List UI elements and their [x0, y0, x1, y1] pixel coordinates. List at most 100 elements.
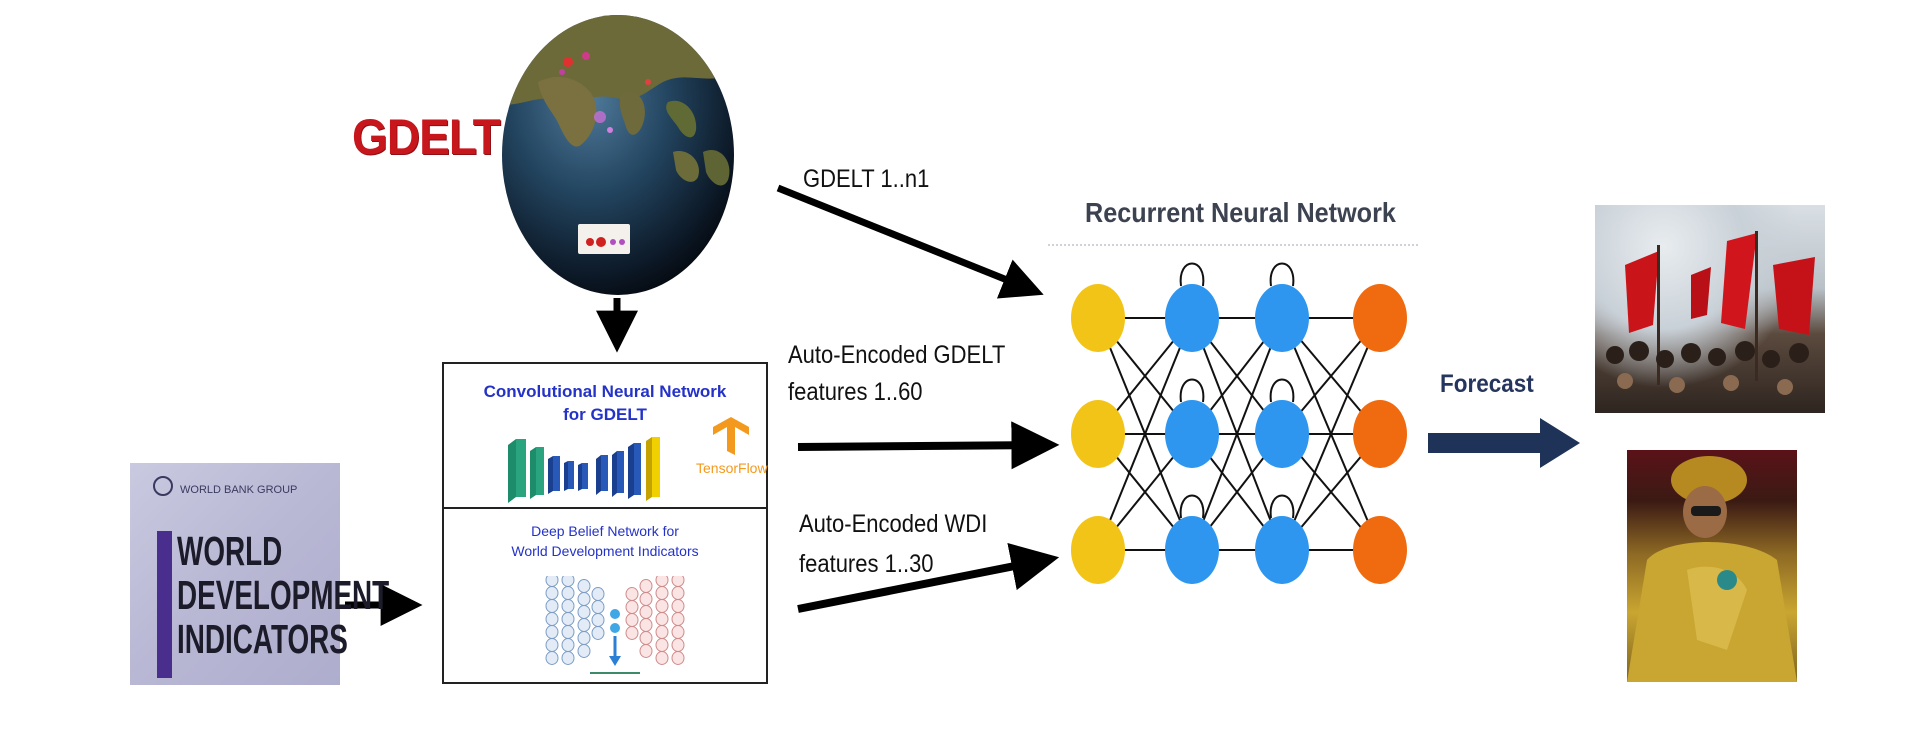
dbn-unit [561, 651, 575, 665]
dbn-unit [545, 576, 559, 587]
gdelt-globe-image [502, 15, 734, 295]
dbn-unit [639, 644, 653, 658]
dbn-unit [639, 605, 653, 619]
rnn-node [1353, 400, 1407, 468]
dbn-unit [577, 644, 591, 658]
dbn-title: Deep Belief Network for World Developmen… [444, 521, 766, 561]
forecast-arrow [1428, 418, 1580, 468]
dbn-unit [639, 618, 653, 632]
dbn-unit [655, 576, 669, 587]
dbn-unit [545, 625, 559, 639]
dbn-to-rnn-arrow [797, 542, 1060, 613]
dbn-unit [625, 626, 639, 640]
rnn-title: Recurrent Neural Network [1085, 197, 1396, 228]
rnn-node [1255, 516, 1309, 584]
dbn-unit [671, 586, 685, 600]
tensorflow-logo-icon [713, 417, 749, 455]
dbn-unit [655, 612, 669, 626]
gdelt-to-rnn-arrow [776, 184, 1044, 299]
dbn-unit [577, 605, 591, 619]
dbn-unit [545, 651, 559, 665]
cnn-architecture-icon [508, 437, 660, 503]
dbn-unit [591, 626, 605, 640]
gdelt-title: GDELT [352, 109, 501, 165]
leader-portrait-photo [1627, 450, 1797, 682]
dbn-unit [655, 625, 669, 639]
dbn-unit [625, 587, 639, 601]
dbn-unit [625, 600, 639, 614]
rnn-node [1165, 400, 1219, 468]
model-panel [442, 362, 768, 684]
dbn-unit [671, 576, 685, 587]
dbn-unit [591, 587, 605, 601]
autoencoded-wdi-features-label: features 1..30 [799, 550, 934, 578]
rnn-node [1255, 400, 1309, 468]
rnn-self-loops [1179, 262, 1295, 519]
dbn-unit [639, 579, 653, 593]
panel-divider [442, 507, 768, 509]
dbn-title-line1: Deep Belief Network for [531, 523, 679, 539]
rnn-node [1165, 284, 1219, 352]
protest-crowd-photo [1595, 205, 1825, 413]
dbn-unit [655, 651, 669, 665]
dbn-unit [561, 576, 575, 587]
rnn-nodes [1071, 284, 1407, 584]
wdi-title-line1: WORLD [177, 528, 283, 574]
world-bank-globe-icon [153, 476, 173, 496]
dbn-unit [655, 586, 669, 600]
rnn-self-loop [1269, 262, 1295, 287]
dbn-unit [577, 592, 591, 606]
autoencoded-gdelt-label: Auto-Encoded GDELT [788, 341, 1006, 369]
dbn-unit [671, 651, 685, 665]
tensorflow-label: TensorFlow [696, 460, 768, 476]
rnn-self-loop [1179, 494, 1205, 519]
dbn-unit [655, 599, 669, 613]
dbn-unit [655, 638, 669, 652]
wdi-title-line3: INDICATORS [177, 616, 348, 662]
forecast-label: Forecast [1440, 370, 1534, 398]
dbn-unit [577, 618, 591, 632]
rnn-self-loop [1179, 378, 1205, 403]
dbn-architecture-icon [545, 576, 685, 674]
dbn-unit [671, 638, 685, 652]
rnn-node [1165, 516, 1219, 584]
rnn-node [1071, 284, 1125, 352]
dbn-unit [591, 600, 605, 614]
autoencoded-wdi-label: Auto-Encoded WDI [799, 510, 988, 538]
rnn-title-rule [1048, 244, 1418, 246]
dbn-unit [561, 625, 575, 639]
dbn-unit [577, 579, 591, 593]
rnn-node [1353, 516, 1407, 584]
dbn-unit [545, 586, 559, 600]
dbn-unit [545, 638, 559, 652]
dbn-unit [625, 613, 639, 627]
rnn-edge [1097, 317, 1193, 551]
dbn-unit [591, 613, 605, 627]
rnn-node [1071, 516, 1125, 584]
cnn-title: Convolutional Neural Network for GDELT [444, 380, 766, 426]
dbn-unit [545, 599, 559, 613]
dbn-unit [561, 586, 575, 600]
world-bank-group-label: WORLD BANK GROUP [180, 484, 298, 496]
dbn-title-line2: World Development Indicators [511, 543, 699, 559]
rnn-edge [1191, 317, 1283, 551]
cnn-to-rnn-arrow [797, 421, 1060, 470]
rnn-connections [1097, 317, 1381, 551]
gdelt-series-label: GDELT 1..n1 [803, 165, 930, 193]
rnn-self-loop [1269, 494, 1295, 519]
dbn-unit [639, 631, 653, 645]
rnn-self-loop [1269, 378, 1295, 403]
rnn-node [1255, 284, 1309, 352]
dbn-unit [545, 612, 559, 626]
dbn-unit [561, 638, 575, 652]
autoencoded-gdelt-features-label: features 1..60 [788, 378, 923, 406]
dbn-unit [671, 612, 685, 626]
cnn-title-line1: Convolutional Neural Network [483, 382, 727, 401]
wdi-title-line2: DEVELOPMENT [177, 572, 390, 618]
rnn-node [1071, 400, 1125, 468]
dbn-unit [561, 612, 575, 626]
rnn-node [1353, 284, 1407, 352]
rnn-self-loop [1179, 262, 1205, 287]
rnn-edge [1281, 317, 1381, 551]
